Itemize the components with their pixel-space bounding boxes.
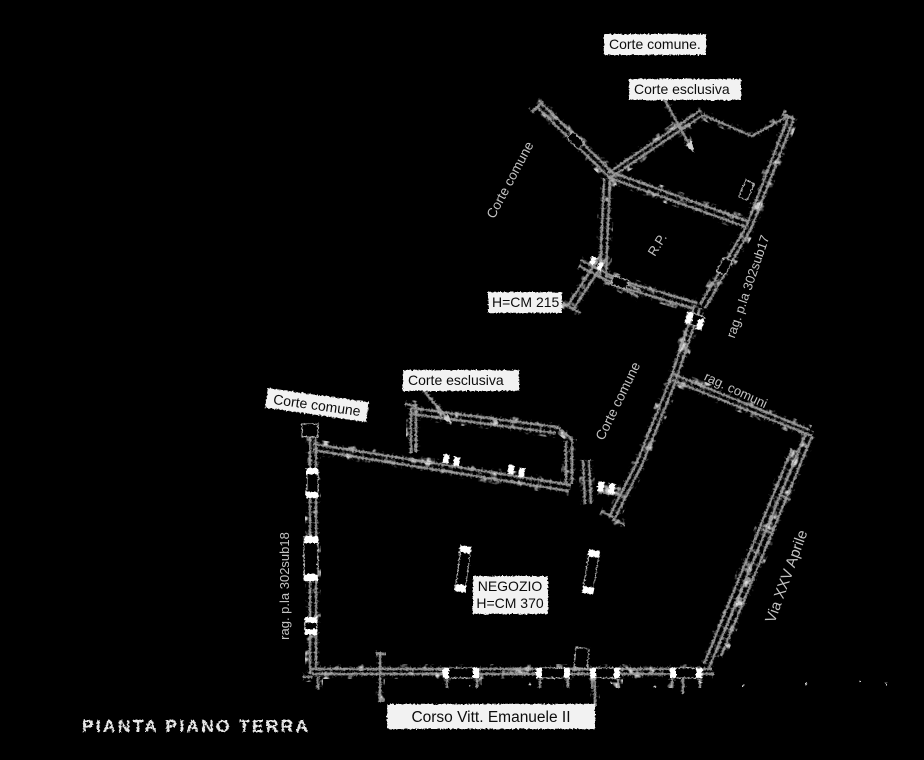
door-opening <box>738 179 755 201</box>
window-opening <box>303 537 319 581</box>
wall-cap <box>301 423 319 438</box>
door-opening <box>610 275 630 290</box>
door-leaf <box>573 646 590 670</box>
page-title: PIANTA PIANO TERRA <box>82 716 310 736</box>
label-corte-esclusiva-top: Corte esclusiva <box>634 81 730 97</box>
door-opening <box>565 130 586 150</box>
arrow-head <box>443 414 452 424</box>
label-negozio: NEGOZIO <box>478 578 543 594</box>
label-height-215: H=CM 215 <box>492 294 560 310</box>
jamb-blocks <box>304 255 705 678</box>
label-highlight-boxes <box>265 34 741 729</box>
arrow-head <box>685 141 694 152</box>
window-opening <box>537 667 569 679</box>
label-negozio-height: H=CM 370 <box>476 595 544 611</box>
walls-layer <box>265 34 888 729</box>
label-corte-comune-top: Corte comune. <box>609 36 701 52</box>
arrowheads <box>443 141 694 424</box>
speckles <box>469 680 888 688</box>
label-parcel-left: rag. p.la 302sub18 <box>277 532 292 640</box>
door-opening <box>715 256 734 277</box>
window-opening <box>671 667 701 679</box>
street-corso: Corso Vitt. Emanuele II <box>411 709 570 726</box>
window-opening <box>444 667 478 679</box>
label-corte-esclusiva-mid: Corte esclusiva <box>408 372 504 388</box>
